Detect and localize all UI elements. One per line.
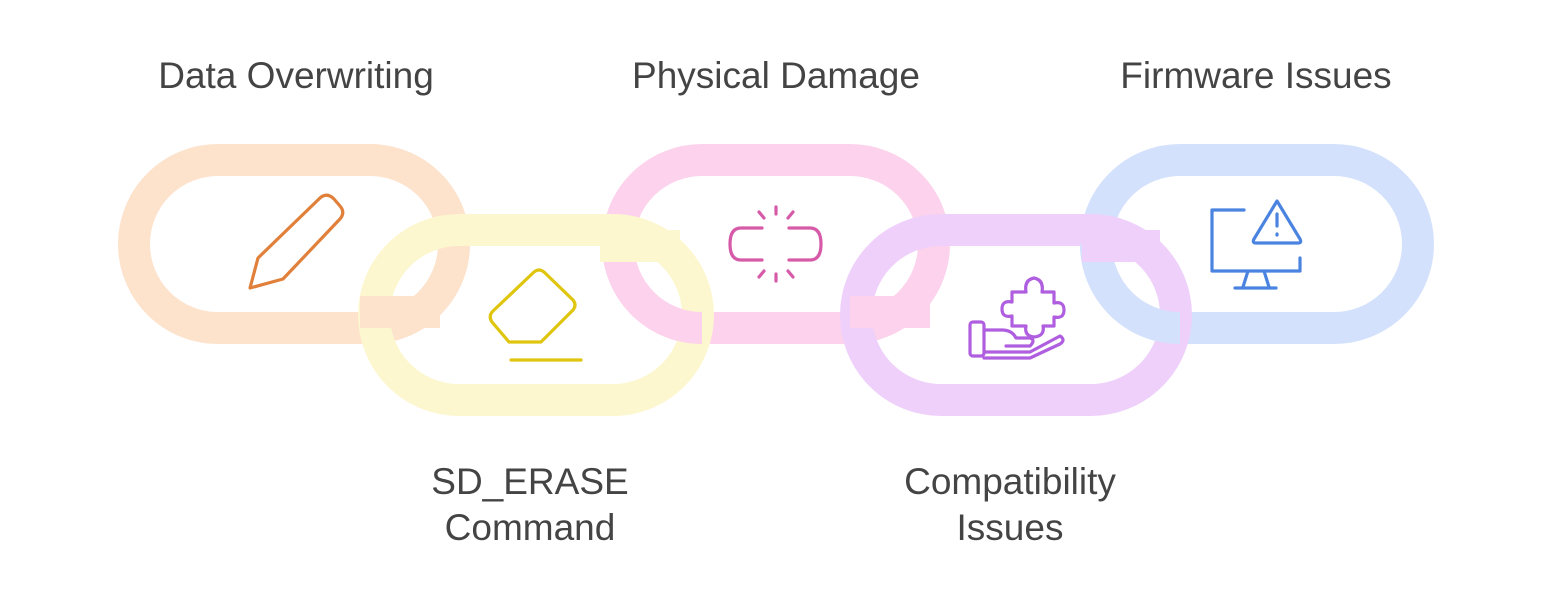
label-firmware-issues: Firmware Issues (1120, 55, 1392, 96)
label-data-overwriting: Data Overwriting (158, 55, 434, 96)
pencil-icon (248, 193, 345, 290)
monitor-warning-icon (1210, 199, 1303, 290)
puzzle-hand-icon (968, 276, 1066, 360)
eraser-icon (488, 268, 583, 362)
broken-link-icon (728, 205, 823, 283)
label-sd-erase: SD_ERASE Command (431, 461, 629, 548)
label-physical-damage: Physical Damage (632, 55, 920, 96)
label-compatibility: Compatibility Issues (904, 461, 1116, 548)
